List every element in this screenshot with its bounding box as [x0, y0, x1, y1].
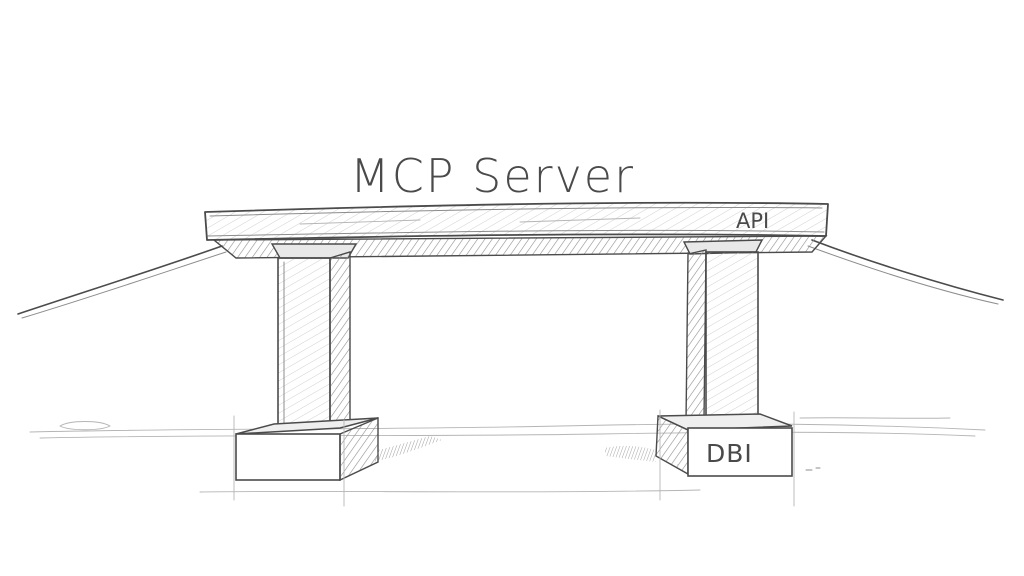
ground-lines [29, 417, 986, 493]
deck-api-label: API [736, 209, 769, 233]
base-db-label: DBI [706, 439, 753, 468]
bridge-deck [204, 201, 829, 259]
right-cable [807, 239, 1004, 305]
left-base [233, 415, 442, 507]
right-base [604, 409, 821, 507]
right-pier [682, 239, 764, 423]
bridge-title-label: MCP Server [350, 149, 635, 203]
left-cable [17, 245, 227, 319]
left-pier [270, 243, 358, 429]
